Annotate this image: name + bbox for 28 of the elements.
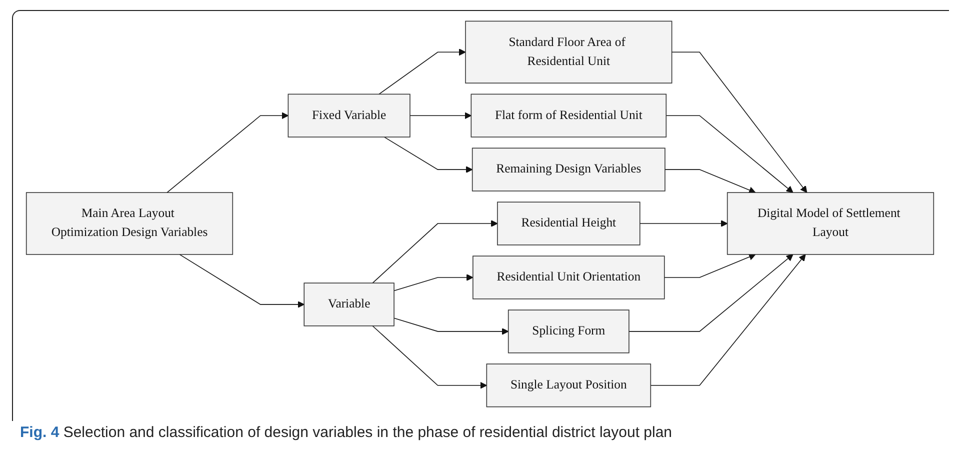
process-box: Main Area Layout Optimization Design Variables [26, 192, 234, 255]
arrow [372, 325, 487, 389]
arrow [410, 112, 472, 120]
process-box: Residential Height [497, 202, 640, 246]
arrow [394, 274, 474, 292]
arrow [628, 254, 794, 332]
figure-caption: Fig. 4 Selection and classification of design variables in the phase of residential district layout plan [20, 424, 672, 441]
process-box: Digital Model of Settlement Layout [726, 192, 934, 255]
arrow [166, 112, 288, 193]
process-box: Standard Floor Area of Residential Unit [465, 20, 672, 84]
arrow [664, 254, 756, 278]
arrow [378, 48, 466, 95]
arrow [394, 318, 509, 335]
arrow [666, 115, 794, 193]
arrow [650, 254, 806, 386]
arrow [664, 169, 756, 194]
arrow [372, 220, 498, 284]
arrow [384, 136, 473, 174]
process-box: Splicing Form [508, 310, 630, 354]
process-box: Remaining Design Variables [472, 148, 666, 192]
arrow [671, 52, 808, 193]
arrow [179, 254, 304, 308]
process-box: Residential Unit Orientation [472, 256, 665, 300]
process-box: Fixed Variable [288, 94, 410, 138]
process-box: Single Layout Position [486, 364, 652, 408]
process-box: Flat form of Residential Unit [470, 94, 667, 138]
arrow [639, 220, 728, 228]
process-box: Variable [304, 282, 394, 326]
